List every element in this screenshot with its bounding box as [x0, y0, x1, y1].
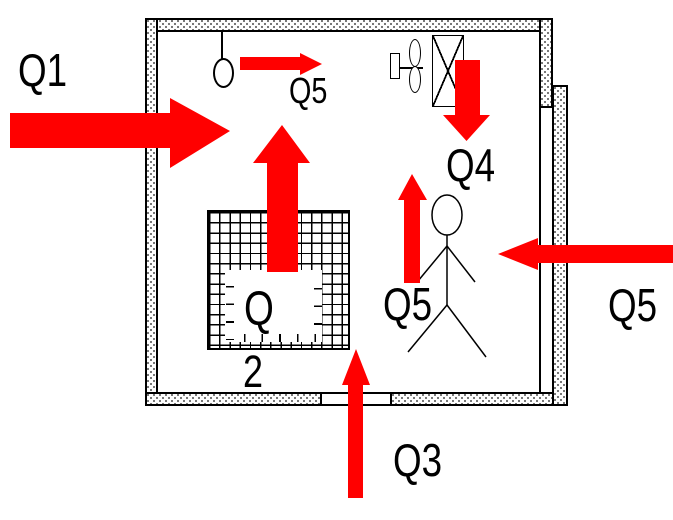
fan-blade-top-icon	[409, 39, 421, 67]
q5-right-arrow-left	[498, 238, 673, 270]
wall-bottom-left	[145, 392, 322, 406]
radiator-tick-left	[226, 270, 234, 340]
q5-ceiling-label: Q5	[289, 70, 328, 111]
q3-arrow-up	[342, 349, 370, 498]
wall-right-upper-stub	[539, 18, 553, 108]
q1-label: Q1	[18, 44, 68, 96]
radiator-tick-right	[314, 272, 322, 340]
radiator-label-panel	[225, 270, 322, 342]
lamp-icon	[213, 58, 234, 88]
person-figure	[407, 194, 487, 358]
q2-letter-label: Q	[244, 283, 274, 336]
wall-right-inner-line	[539, 32, 541, 392]
q3-label: Q3	[393, 434, 443, 486]
q5-right-label: Q5	[608, 279, 658, 331]
wall-bottom-right	[390, 392, 554, 406]
radiator-tick-bottom	[228, 334, 321, 342]
wall-top	[145, 18, 553, 32]
fan-motor-icon	[390, 53, 400, 79]
lamp-wire	[221, 32, 223, 59]
q5-person-label: Q5	[383, 278, 433, 330]
q2-subscript-label: 2	[243, 346, 264, 397]
q1-arrow-right	[10, 98, 230, 168]
fan-blade-bottom-icon	[409, 66, 421, 93]
q4-label: Q4	[446, 139, 496, 191]
wall-left	[145, 18, 158, 406]
q5-lamp-arrow-right	[240, 53, 322, 75]
